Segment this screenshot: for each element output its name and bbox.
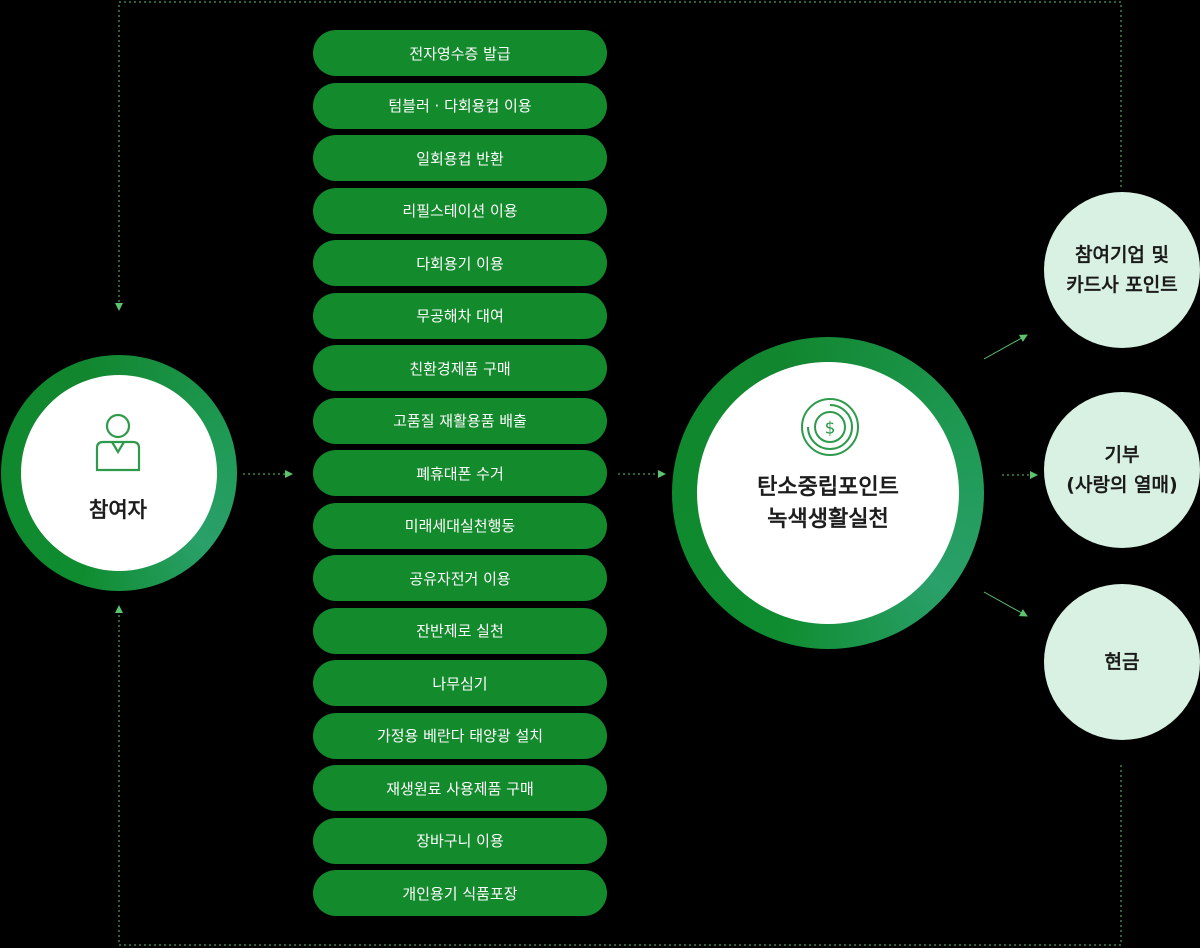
center-circle	[672, 337, 984, 649]
coin-dollar-icon: $	[801, 398, 859, 456]
result-donation-line2: (사랑의 열매)	[1066, 474, 1178, 496]
feedback-loop-top	[115, 1, 1122, 311]
action-item: 고품질 재활용품 배출	[313, 397, 607, 444]
action-item: 개인용기 식품포장	[313, 870, 607, 916]
action-item: 가정용 베란다 태양광 설치	[313, 712, 607, 759]
arrow-center-to-cash	[983, 591, 1028, 617]
action-item: 리필스테이션 이용	[313, 187, 607, 234]
participant-circle-inner	[21, 375, 217, 571]
svg-text:$: $	[825, 419, 836, 439]
action-item: 장바구니 이용	[313, 817, 607, 864]
center-label-line1: 탄소중립포인트	[757, 475, 899, 500]
action-item: 미래세대실천행동	[313, 502, 607, 549]
action-item: 공유자전거 이용	[313, 555, 607, 601]
action-item: 폐휴대폰 수거	[313, 450, 607, 496]
person-icon	[95, 413, 141, 472]
result-donation-line1: 기부	[1104, 444, 1140, 466]
participant-circle	[1, 355, 237, 591]
result-card-donation: 기부 (사랑의 열매)	[1044, 392, 1200, 548]
action-item: 잔반제로 실천	[313, 607, 607, 654]
center-circle-inner	[697, 362, 959, 624]
action-item: 텀블러 · 다회용컵 이용	[313, 82, 607, 129]
arrow-center-to-points	[983, 334, 1028, 360]
center-label: 탄소중립포인트 녹색생활실천	[728, 472, 928, 536]
result-points-line1: 참여기업 및	[1074, 244, 1169, 266]
participant-label: 참여자	[89, 498, 147, 522]
center-label-line2: 녹색생활실천	[767, 507, 889, 532]
action-item: 나무심기	[313, 660, 607, 706]
result-cash-line1: 현금	[1104, 651, 1140, 673]
action-item: 친환경제품 구매	[313, 345, 607, 391]
result-points-line2: 카드사 포인트	[1066, 274, 1178, 296]
feedback-loop-bottom	[115, 605, 1122, 946]
result-card-cash: 현금	[1044, 584, 1200, 740]
feedback-loop	[115, 1, 1122, 946]
action-item: 다회용기 이용	[313, 240, 607, 286]
action-item: 재생원료 사용제품 구매	[313, 765, 607, 811]
action-item: 무공해차 대여	[313, 292, 607, 339]
action-item: 전자영수증 발급	[313, 30, 607, 76]
result-card-points: 참여기업 및 카드사 포인트	[1044, 192, 1200, 348]
action-item: 일회용컵 반환	[313, 135, 607, 181]
